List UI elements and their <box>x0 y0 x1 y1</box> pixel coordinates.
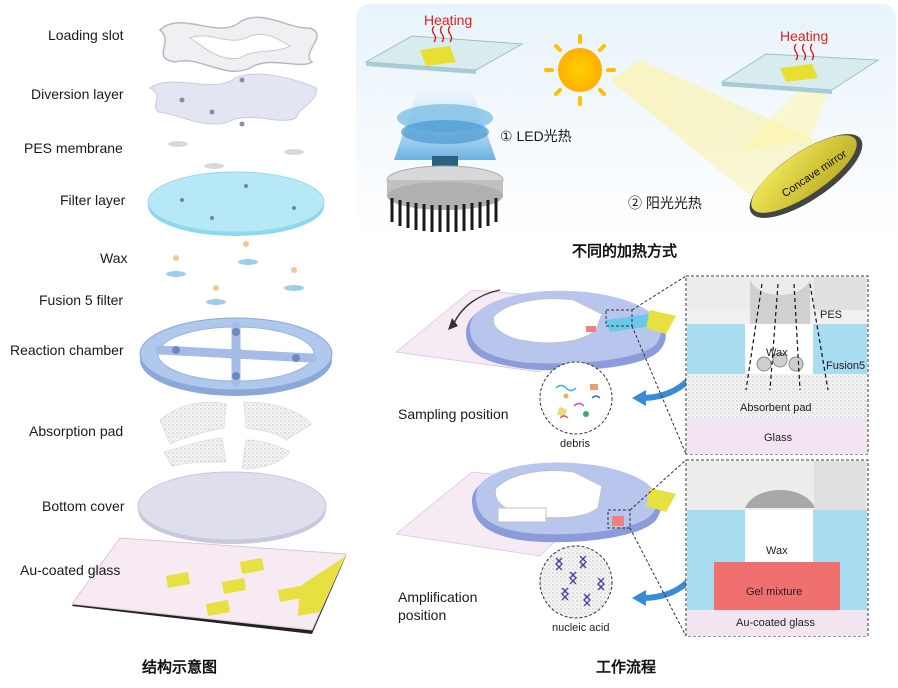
sampling-device <box>395 289 676 373</box>
caption-heating-methods: 不同的加热方式 <box>572 242 678 260</box>
label-reaction-chamber: Reaction chamber <box>10 342 124 358</box>
led-heating-label: ① LED光热 <box>500 128 572 144</box>
diversion-layer-part <box>149 73 317 127</box>
sun-icon <box>544 34 616 106</box>
label-bottom-cover: Bottom cover <box>42 498 125 514</box>
heat-waves-right <box>793 43 815 61</box>
sun-glass-slide <box>720 53 880 94</box>
zoom-pes-label: PES <box>820 309 843 321</box>
label-au-coated-glass: Au-coated glass <box>20 562 121 578</box>
heating-label-left: Heating <box>424 12 473 28</box>
caption-structure: 结构示意图 <box>142 658 218 676</box>
label-wax: Wax <box>100 250 128 266</box>
heating-panel <box>356 4 896 240</box>
led-heatsink <box>386 156 504 232</box>
nucleic-acid-label: nucleic acid <box>552 622 610 634</box>
zoom-absorbent-label: Absorbent pad <box>740 402 812 414</box>
debris-zoom <box>539 361 613 435</box>
debris-label: debris <box>560 438 590 450</box>
heating-label-right: Heating <box>780 28 829 44</box>
loading-slot-part <box>158 16 318 73</box>
zoom-au-glass-label: Au-coated glass <box>736 617 815 629</box>
reaction-chamber-part <box>139 317 333 396</box>
zoom-panel-bottom <box>685 459 869 637</box>
caption-workflow: 工作流程 <box>596 658 657 676</box>
amplification-position-label: Amplification position <box>398 589 478 623</box>
sampling-position-label: Sampling position <box>398 406 509 422</box>
zoom-gel-label: Gel mixture <box>746 586 803 598</box>
zoom-panel-top <box>685 275 869 455</box>
nucleic-zoom <box>539 545 613 619</box>
sun-heating-label: ② 阳光光热 <box>628 195 702 211</box>
zoom-glass-label: Glass <box>764 432 793 444</box>
label-loading-slot: Loading slot <box>48 27 124 43</box>
concave-mirror <box>749 134 863 218</box>
exploded-stack <box>71 16 347 634</box>
label-diversion-layer: Diversion layer <box>31 86 124 102</box>
label-filter-layer: Filter layer <box>60 192 126 208</box>
zoom-wax-label-bottom: Wax <box>766 545 788 557</box>
label-fusion5: Fusion 5 filter <box>39 292 124 308</box>
zoom-wax-label-top: Wax <box>766 347 788 359</box>
amplification-device <box>395 462 676 557</box>
pes-membrane-part <box>168 141 304 169</box>
au-glass-part <box>71 537 347 634</box>
filter-layer-part <box>147 171 325 236</box>
label-pes-membrane: PES membrane <box>24 140 123 156</box>
heat-waves-left <box>431 25 453 43</box>
label-absorption-pad: Absorption pad <box>29 423 124 439</box>
led-glass-slide <box>364 35 524 74</box>
absorption-pad-part <box>159 401 313 469</box>
bottom-cover-part <box>137 471 327 544</box>
wax-part <box>166 241 304 305</box>
zoom-fusion5-label: Fusion5 <box>826 360 866 372</box>
